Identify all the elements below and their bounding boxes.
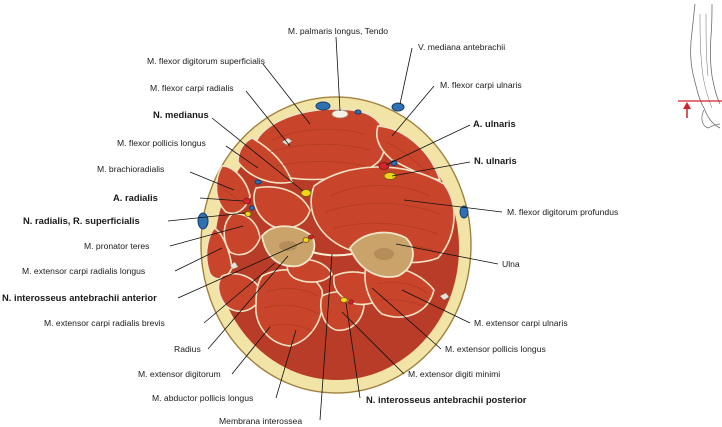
anterior-interosseous-artery — [308, 234, 314, 240]
hand-outline — [701, 109, 721, 129]
arm-outline-right-edge — [709, 3, 721, 105]
muscle-fibre-texture — [217, 128, 441, 333]
pronator-teres-muscle — [223, 213, 261, 256]
ulnar-nerve — [383, 172, 397, 180]
fat-tissue-speck-1 — [281, 137, 293, 146]
label-v-mediana-antebrachii: V. mediana antebrachii — [418, 42, 505, 52]
label-membrana-interossea: Membrana interossea — [219, 416, 302, 426]
cross-section — [197, 96, 472, 394]
vein-mediana-antebrachii — [391, 102, 405, 112]
label-n-interosseus-anterior: N. interosseus antebrachii anterior — [2, 292, 157, 303]
median-nerve — [300, 189, 312, 197]
ulnar-artery — [378, 162, 390, 170]
arm-bone-line-2 — [705, 13, 709, 77]
vein-small-1 — [354, 109, 362, 115]
radius-marrow — [279, 241, 297, 251]
section-arrow-head — [683, 102, 691, 109]
label-brachioradialis: M. brachioradialis — [97, 164, 164, 174]
vein-dorsal — [315, 101, 331, 111]
radial-vein — [249, 205, 255, 211]
label-a-ulnaris: A. ulnaris — [473, 118, 516, 129]
label-flexor-carpi-radialis: M. flexor carpi radialis — [150, 83, 234, 93]
vein-radial-side — [197, 212, 209, 230]
skin-outline — [200, 96, 472, 394]
label-flexor-carpi-ulnaris: M. flexor carpi ulnaris — [440, 80, 522, 90]
label-flexor-pollicis-longus: M. flexor pollicis longus — [117, 138, 206, 148]
label-n-radialis-superficialis: N. radialis, R. superficialis — [23, 215, 140, 226]
posterior-interosseous-artery — [348, 299, 354, 305]
vein-small-2 — [254, 179, 262, 185]
posterior-interosseous-nerve — [340, 297, 348, 303]
ulna-marrow — [374, 248, 394, 260]
label-radius: Radius — [174, 344, 201, 354]
label-a-radialis: A. radialis — [113, 192, 158, 203]
radial-nerve-superficial-branch — [244, 211, 252, 217]
label-extensor-digiti-minimi: M. extensor digiti minimi — [408, 369, 500, 379]
label-ext-carpi-radialis-longus: M. extensor carpi radialis longus — [22, 266, 145, 276]
label-flexor-digitorum-profundus: M. flexor digitorum profundus — [507, 207, 618, 217]
fat-tissue-speck-3 — [229, 261, 239, 270]
arm-outline-icon — [690, 3, 721, 129]
label-abductor-pollicis-longus: M. abductor pollicis longus — [152, 393, 253, 403]
label-n-interosseus-posterior: N. interosseus antebrachii posterior — [366, 394, 527, 405]
label-pronator-teres: M. pronator teres — [84, 241, 149, 251]
inset-arm-outline — [690, 3, 721, 129]
label-n-medianus: N. medianus — [153, 109, 209, 120]
label-extensor-digitorum: M. extensor digitorum — [138, 369, 221, 379]
label-ulna: Ulna — [502, 259, 520, 269]
label-n-ulnaris: N. ulnaris — [474, 155, 517, 166]
labels: M. palmaris longus, Tendo M. flexor digi… — [2, 26, 618, 426]
leader-lines — [167, 36, 503, 421]
label-ext-carpi-radialis-brevis: M. extensor carpi radialis brevis — [44, 318, 165, 328]
label-extensor-carpi-ulnaris: M. extensor carpi ulnaris — [474, 318, 568, 328]
arm-bone-line — [699, 13, 713, 109]
flexor-pollicis-longus-muscle — [253, 186, 311, 230]
section-plane-marker — [678, 100, 722, 118]
label-palmaris-longus: M. palmaris longus, Tendo — [288, 26, 388, 36]
label-flexor-digitorum-superficialis: M. flexor digitorum superficialis — [147, 56, 265, 66]
anterior-interosseous-nerve — [302, 237, 310, 243]
vein-ulnar-side — [459, 205, 469, 219]
radial-artery — [243, 197, 251, 205]
palmaris-longus-tendon — [331, 109, 349, 119]
interosseous-membrane — [311, 251, 353, 257]
fat-tissue-speck-2 — [439, 292, 450, 301]
label-extensor-pollicis-longus: M. extensor pollicis longus — [445, 344, 546, 354]
